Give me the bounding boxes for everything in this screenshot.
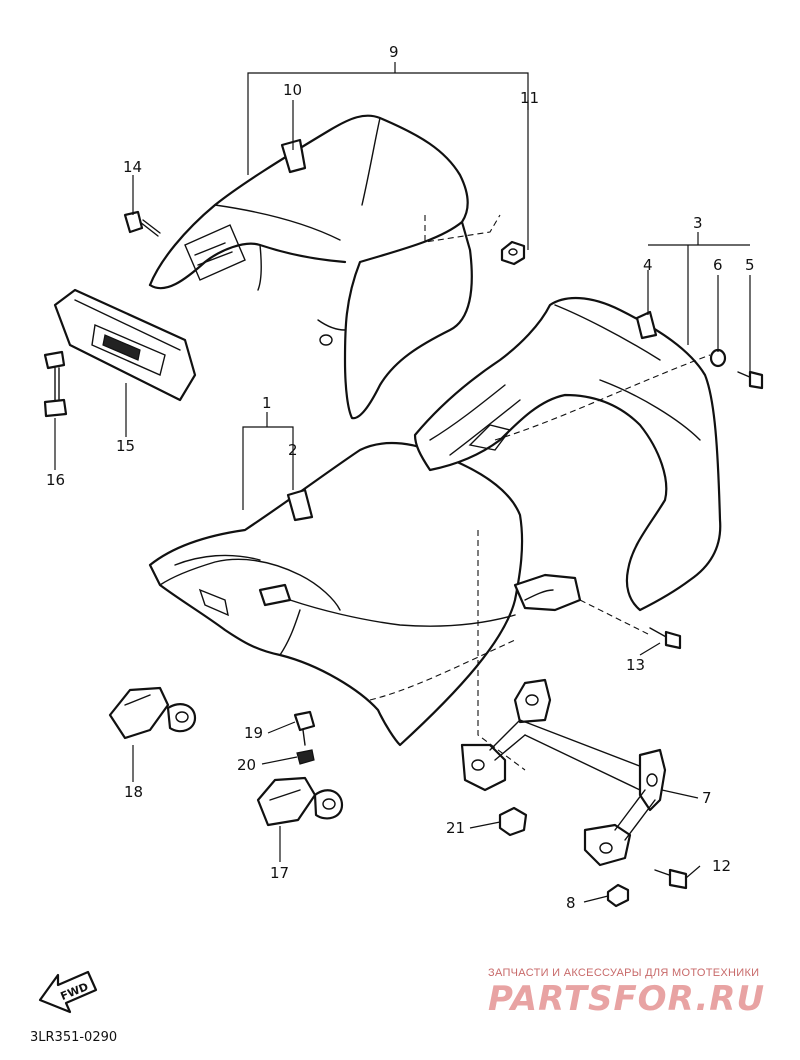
callout-11: 11	[520, 89, 539, 107]
callout-12: 12	[712, 857, 731, 875]
rear-seat	[148, 114, 501, 420]
bolt-13	[649, 627, 682, 650]
cowl-hook-4	[635, 310, 658, 340]
seat-hook-2	[286, 488, 314, 522]
bolt-14	[123, 210, 161, 237]
leader-lines	[54, 62, 751, 903]
watermark-subtitle: ЗАПЧАСТИ И АКСЕССУАРЫ ДЛЯ МОТОТЕХНИКИ	[488, 967, 759, 979]
callout-6: 6	[713, 256, 723, 274]
diagram-code: 3LR351-0290	[30, 1030, 117, 1045]
callout-1: 1	[262, 394, 272, 412]
callout-3: 3	[693, 214, 703, 232]
callout-2: 2	[288, 441, 298, 459]
callout-17: 17	[270, 864, 289, 882]
seat-cowl	[413, 296, 722, 636]
washer-6	[709, 348, 727, 368]
seat-bracket	[460, 678, 667, 867]
nut-11	[500, 240, 526, 266]
callouts: 9 10 11 14 3 4 6 5 1 15 2 16 13 19 20 18…	[46, 43, 755, 912]
callout-10: 10	[283, 81, 302, 99]
plate-15	[53, 288, 197, 402]
callout-20: 20	[237, 756, 256, 774]
lock-17	[256, 776, 344, 827]
callout-16: 16	[46, 471, 65, 489]
callout-9: 9	[389, 43, 399, 61]
callout-19: 19	[244, 724, 263, 742]
watermark-logo: ЗАПЧАСТИ И АКСЕССУАРЫ ДЛЯ МОТОТЕХНИКИ PA…	[488, 967, 765, 1019]
callout-4: 4	[643, 256, 653, 274]
cap-8	[606, 883, 630, 908]
callout-18: 18	[124, 783, 143, 801]
callout-8: 8	[566, 894, 576, 912]
nut-20	[296, 749, 315, 765]
front-seat	[148, 442, 526, 771]
watermark-brand: PARTSFOR.RU	[488, 979, 765, 1019]
screw-19	[293, 710, 316, 746]
bolt-12	[654, 868, 688, 890]
callout-5: 5	[745, 256, 755, 274]
strap-16	[43, 350, 68, 418]
callout-14: 14	[123, 158, 142, 176]
callout-7: 7	[702, 789, 712, 807]
lock-18	[108, 686, 197, 740]
callout-13: 13	[626, 656, 645, 674]
damper-21	[498, 806, 528, 837]
callout-21: 21	[446, 819, 465, 837]
seat-hook-10	[280, 138, 307, 174]
callout-15: 15	[116, 437, 135, 455]
fwd-arrow: FWD	[38, 970, 98, 1014]
bolt-5	[737, 370, 764, 390]
